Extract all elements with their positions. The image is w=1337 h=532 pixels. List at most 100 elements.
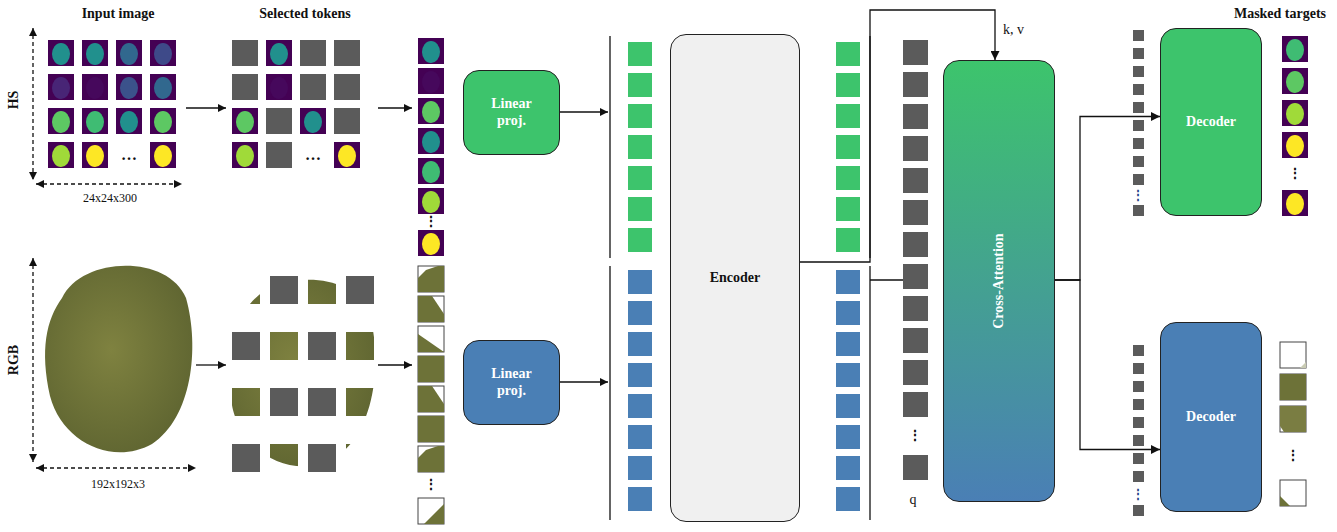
mask-token [1133, 417, 1144, 428]
rgb-tile-content [1280, 496, 1290, 506]
masked-token [308, 332, 336, 360]
mask-token [1133, 102, 1144, 113]
node-text: Decoder [1186, 114, 1236, 130]
hs-token [628, 42, 652, 66]
hs-tile-band [52, 145, 70, 167]
masked-token [266, 108, 292, 134]
hs-token [628, 228, 652, 252]
hs-tile-band [52, 43, 70, 65]
bracket-line [869, 266, 870, 520]
masked-token [308, 444, 336, 472]
rgb-token [836, 363, 860, 387]
dimension-arrow [32, 28, 33, 180]
mask-token [1133, 471, 1144, 482]
rgb-token [628, 332, 652, 356]
query-line [870, 279, 903, 280]
mask-token [1133, 399, 1144, 410]
mask-token [1133, 120, 1144, 131]
hs-tile-band [338, 145, 356, 167]
mask-token [1133, 174, 1144, 185]
masked-token [903, 455, 928, 480]
masked-token [232, 74, 258, 100]
hs-tile [266, 40, 292, 66]
flow-arrow [378, 107, 412, 108]
dimension-arrow [36, 467, 196, 468]
masked-token [903, 232, 928, 257]
rgb-tile-content [418, 334, 444, 352]
hs-tile [418, 98, 444, 124]
hs-tile-band [422, 101, 440, 123]
hs-tile [48, 142, 74, 168]
mask-token [1133, 48, 1144, 59]
mask-token [1133, 205, 1144, 216]
rgb-tile-content [424, 504, 444, 524]
mask-token [1133, 138, 1144, 149]
hs-tile-band [422, 161, 440, 183]
masked-token [300, 40, 326, 66]
node-text: Linear proj. [476, 366, 548, 398]
hs-token [628, 135, 652, 159]
hs-token [836, 104, 860, 128]
rgb-tile-content [418, 266, 444, 292]
masked-token [232, 444, 260, 472]
masked-token [334, 74, 360, 100]
annotation-label: ⋮ [424, 478, 438, 492]
masked-token [903, 168, 928, 193]
hs-tile [116, 108, 142, 134]
hs-tile-band [236, 145, 254, 167]
heading-label: Selected tokens [259, 7, 350, 21]
hs-tile-band [1286, 39, 1304, 61]
hs-tile [82, 74, 108, 100]
masked-token [903, 40, 928, 65]
rgb-tile-content [1300, 362, 1306, 368]
hs-tile-band [304, 111, 322, 133]
hs-tile [1282, 132, 1308, 158]
hs-tile-band [86, 145, 104, 167]
hs-tile-band [86, 43, 104, 65]
hs-tile [418, 158, 444, 184]
mask-token [1133, 84, 1144, 95]
hs-tile-band [1286, 135, 1304, 157]
heading-label: Input image [82, 7, 155, 21]
hs-token [836, 42, 860, 66]
hs-tile [232, 142, 258, 168]
masked-token [903, 72, 928, 97]
heading-label: RGB [7, 345, 21, 375]
hs-tile-band [120, 43, 138, 65]
hs-tile-band [120, 111, 138, 133]
rgb-token [836, 425, 860, 449]
cross-attention-box: Cross-Attention [943, 60, 1055, 502]
masked-token [903, 264, 928, 289]
hs-tile-band [422, 191, 440, 213]
hs-tile [232, 108, 258, 134]
masked-token [903, 296, 928, 321]
hs-tile-band [154, 145, 172, 167]
rgb-sample-image [45, 266, 192, 453]
dimension-arrow [32, 258, 33, 462]
masked-token [270, 388, 298, 416]
annotation-label: q [910, 493, 917, 507]
hs-tile [150, 108, 176, 134]
rgb-token [836, 270, 860, 294]
hs-tile [418, 68, 444, 94]
hs-token [628, 166, 652, 190]
rgb-tile-content [418, 416, 444, 442]
rgb-token [628, 425, 652, 449]
hs-tile [418, 230, 444, 256]
masked-token [903, 136, 928, 161]
hs-tile [116, 74, 142, 100]
masked-token [334, 108, 360, 134]
hs-tile-band [1286, 193, 1304, 215]
hs-token [836, 73, 860, 97]
flow-arrow [378, 364, 412, 365]
mask-token [1133, 435, 1144, 446]
hs-tile-band [154, 77, 172, 99]
hs-tile-band [270, 77, 288, 99]
rgb-tile-content [418, 386, 444, 412]
annotation-label: … [121, 147, 137, 163]
hs-token [628, 197, 652, 221]
hs-tile-band [422, 71, 440, 93]
rgb-tile [418, 386, 444, 412]
hs-tile [418, 38, 444, 64]
